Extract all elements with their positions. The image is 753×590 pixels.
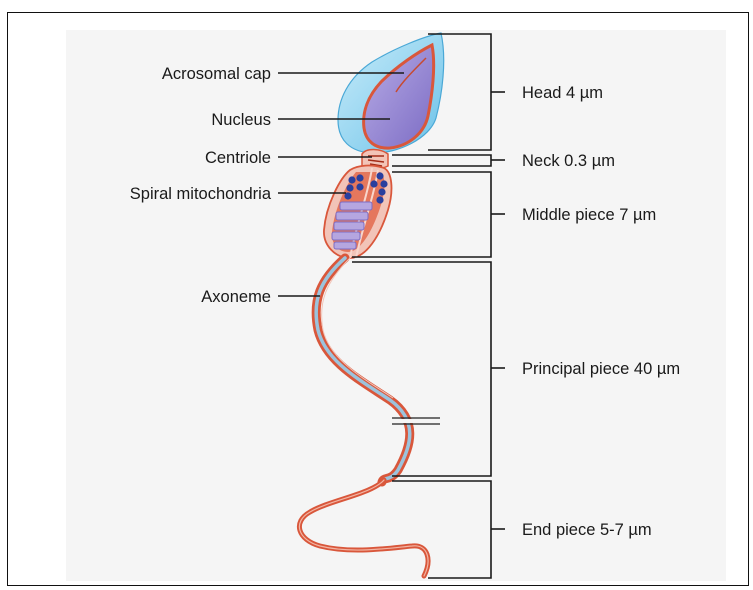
label-principal-piece: Principal piece 40 µm bbox=[522, 360, 680, 378]
principal-piece-outer bbox=[316, 258, 410, 482]
tail bbox=[299, 258, 440, 576]
label-centriole: Centriole bbox=[205, 149, 271, 167]
sperm-head bbox=[338, 33, 444, 153]
label-acrosomal-cap: Acrosomal cap bbox=[162, 65, 271, 83]
label-neck: Neck 0.3 µm bbox=[522, 152, 615, 170]
label-end-piece: End piece 5-7 µm bbox=[522, 521, 652, 539]
middle-piece bbox=[324, 166, 392, 258]
label-middle-piece: Middle piece 7 µm bbox=[522, 206, 656, 224]
end-piece-shape bbox=[299, 480, 428, 576]
label-axoneme: Axoneme bbox=[201, 288, 271, 306]
label-head: Head 4 µm bbox=[522, 84, 603, 102]
axoneme-core bbox=[316, 258, 410, 482]
label-spiral-mitochondria: Spiral mitochondria bbox=[130, 185, 272, 203]
label-nucleus: Nucleus bbox=[211, 111, 271, 129]
